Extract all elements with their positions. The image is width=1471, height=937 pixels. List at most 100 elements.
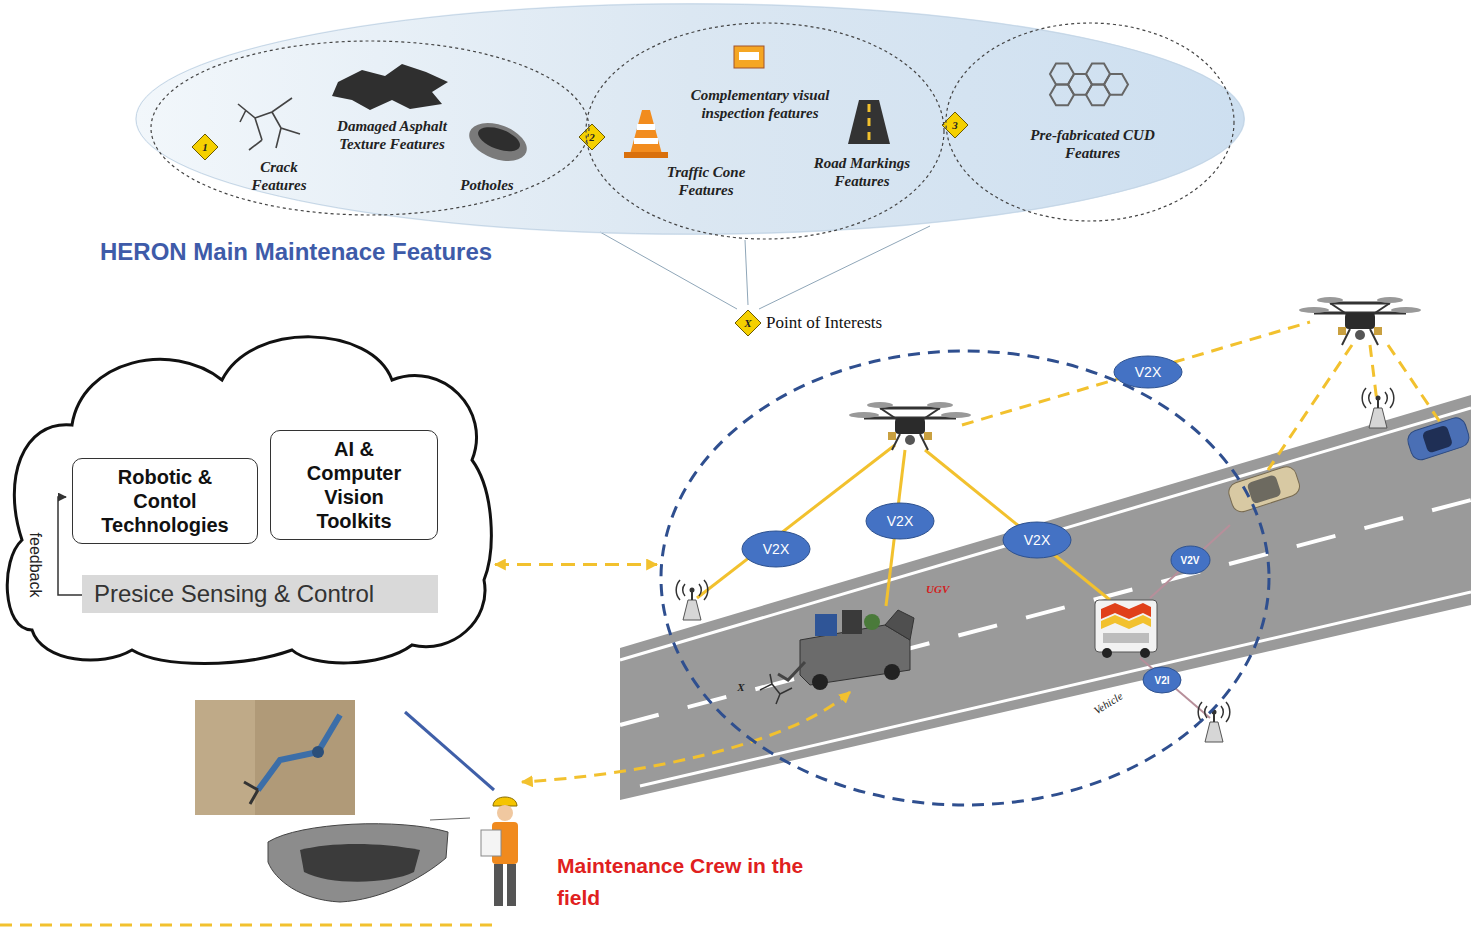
crew-person: [481, 797, 518, 906]
car-body: [1405, 415, 1471, 462]
leg: [507, 864, 516, 906]
truck-equipment: [842, 610, 862, 634]
crack-icon: [238, 98, 300, 150]
truck-wheel: [884, 664, 900, 680]
feature-label: Road Markings Features: [798, 154, 926, 190]
communication-zone: UGVVehicleV2XV2XV2XV2VV2I: [660, 350, 1270, 806]
photo-frame: [195, 700, 355, 815]
callout-diamond: [735, 310, 761, 336]
truck-cab: [885, 610, 914, 640]
hard-hat: [493, 797, 517, 806]
box-text: Robotic & Contol Technologies: [91, 465, 239, 537]
link-oval: V2V: [1170, 545, 1211, 575]
drone-links: [962, 322, 1440, 470]
road-marking-line: [868, 104, 871, 140]
antenna: [676, 580, 708, 620]
photo-link: [405, 712, 494, 790]
glasses-frame: [268, 824, 448, 902]
robot-photo: [195, 700, 355, 815]
feedback-bracket: [58, 497, 82, 595]
box-text: AI & Computer Vision Toolkits: [290, 437, 418, 533]
photo-arm: [258, 715, 340, 790]
link-text: V2X: [1024, 532, 1050, 548]
van-wheel: [1102, 648, 1112, 658]
vehicle-tag: UGV: [926, 583, 964, 595]
feature-group-ellipse: [946, 23, 1234, 221]
feature-region-fill: [135, 3, 1245, 235]
band-text: Presice Sensing & Control: [94, 579, 426, 609]
truck-equipment: [864, 614, 880, 630]
drone: [1299, 297, 1421, 345]
link-oval-ellipse: [742, 531, 810, 567]
link-oval-ellipse: [1114, 356, 1182, 388]
data-exchange-arrow: [495, 563, 657, 566]
link-oval-ellipse: [1003, 522, 1071, 558]
feature-group: Complementary visual inspection features…: [585, 22, 945, 240]
truck-wheel: [812, 674, 828, 690]
head: [497, 805, 513, 821]
link-oval-ellipse: [1171, 546, 1210, 574]
feature-group-ellipse: [151, 41, 589, 215]
drone-link: [1388, 345, 1440, 422]
hexagon: [1050, 84, 1074, 105]
sign-icon: [734, 46, 764, 68]
feature-group-outline: [945, 22, 1235, 222]
feature-group: Crack FeaturesDamaged Asphalt Texture Fe…: [150, 40, 590, 216]
cone-stripe: [634, 138, 658, 144]
drone: [849, 402, 971, 450]
callout-diamond: [579, 124, 605, 150]
callout-number: 1: [195, 137, 215, 157]
communication-zone-ellipse: [661, 351, 1269, 805]
link-oval-ellipse: [1143, 667, 1181, 693]
feature-group: Pre-fabricated CUD Features: [945, 22, 1235, 222]
communication-zone-outline: [660, 350, 1270, 806]
technology-box: AI & Computer Vision Toolkits: [270, 430, 438, 540]
feature-region-outline: [135, 3, 1245, 235]
drone-link: [962, 322, 1310, 425]
feature-label: Damaged Asphalt Texture Features: [328, 117, 456, 153]
section-heading: HERON Main Maintenace Features: [100, 238, 580, 266]
pothole-icon: [464, 116, 532, 168]
technology-box: Robotic & Contol Technologies: [72, 458, 258, 544]
van-wheel: [1140, 648, 1150, 658]
link-oval: V2X: [1002, 521, 1072, 559]
link-oval: V2I: [1142, 666, 1182, 694]
leg: [494, 864, 503, 906]
plan-sheet: [481, 830, 501, 856]
poi-label: Point of Interests: [766, 313, 882, 333]
glasses-visor: [300, 844, 420, 882]
asphalt-icon: [332, 64, 448, 110]
cone-base: [624, 152, 668, 158]
ugv-truck: [778, 610, 914, 690]
van-window: [1103, 633, 1149, 643]
link-text: V2I: [1154, 675, 1169, 686]
pothole-rim: [464, 116, 532, 168]
callout-number: 2: [582, 127, 602, 147]
feature-label: Complementary visual inspection features: [688, 86, 832, 122]
feedback-label: feedback: [26, 530, 44, 600]
crew-link: [0, 924, 500, 927]
car-body: [1226, 464, 1302, 514]
feature-region-ellipse: [136, 4, 1244, 234]
van-body: [1095, 600, 1157, 652]
car-window: [1246, 474, 1281, 504]
van-chevron: [1101, 615, 1151, 629]
ar-glasses: [268, 818, 470, 902]
callout-number: X: [731, 677, 751, 697]
feature-label: Potholes: [445, 176, 529, 194]
v2i-link: [1140, 658, 1210, 718]
glasses-note-line: [430, 818, 470, 820]
v2x-links: [697, 445, 1110, 606]
callout-number: 3: [945, 115, 965, 135]
crew-label: Maintenance Crew in the field: [557, 850, 817, 914]
photo-joint: [312, 746, 324, 758]
blue-car: [1405, 415, 1471, 462]
link-text: V2V: [1181, 555, 1200, 566]
beige-car: [1226, 464, 1302, 514]
vehicle-tag: Vehicle: [1079, 682, 1136, 724]
v2x-link: [925, 450, 1110, 600]
hexagon-icon: [1050, 64, 1128, 106]
